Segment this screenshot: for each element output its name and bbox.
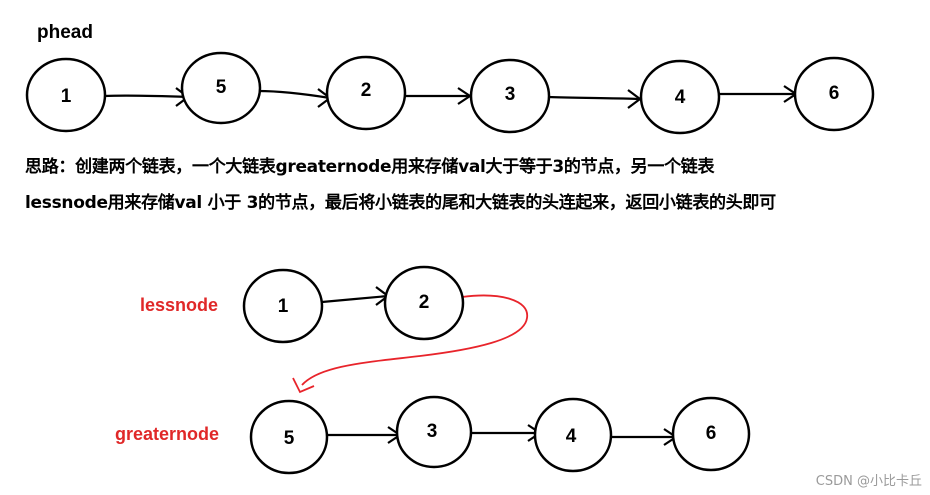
top-node-5: 4 <box>639 59 721 135</box>
greater-node-2-label: 3 <box>427 421 438 442</box>
top-node-4: 3 <box>469 58 551 134</box>
top-node-2: 5 <box>180 51 262 125</box>
less-arrow-1-to-2 <box>321 294 389 304</box>
less-list: 1 2 <box>242 265 465 344</box>
top-node-1-label: 1 <box>61 86 72 107</box>
less-node-2-label: 2 <box>419 292 430 313</box>
phead-label: phead <box>37 22 93 43</box>
explanation-line-2: lessnode用来存储val 小于 3的节点，最后将小链表的尾和大链表的头连起… <box>25 193 776 213</box>
greater-node-1-label: 5 <box>284 428 295 449</box>
greater-node-3: 4 <box>533 397 613 473</box>
greater-node-1: 5 <box>249 399 329 475</box>
greater-node-4-label: 6 <box>706 423 717 444</box>
top-node-6: 6 <box>793 56 875 132</box>
arrow-5-to-2 <box>257 89 331 100</box>
greater-node-3-label: 4 <box>566 426 577 447</box>
arrow-1-to-5 <box>103 94 189 99</box>
top-node-6-label: 6 <box>829 83 840 104</box>
top-list-nodes: 1 5 2 3 4 6 <box>25 51 875 135</box>
less-node-1-label: 1 <box>278 296 289 317</box>
greater-list: 5 3 4 6 <box>249 395 751 475</box>
greater-node-2: 3 <box>395 395 473 469</box>
greaternode-label: greaternode <box>115 424 220 444</box>
top-node-2-label: 5 <box>216 77 227 98</box>
connector-arrowhead <box>292 377 315 394</box>
less-to-greater-connector <box>301 294 528 386</box>
arrow-3-to-4 <box>547 95 641 101</box>
greater-node-4: 6 <box>671 396 751 472</box>
top-node-3: 2 <box>325 55 407 131</box>
csdn-watermark: CSDN @小比卡丘 <box>815 474 922 489</box>
top-node-3-label: 2 <box>361 80 372 101</box>
less-node-1: 1 <box>242 268 324 344</box>
top-node-1: 1 <box>25 57 107 133</box>
less-node-2: 2 <box>383 265 465 341</box>
lessnode-label: lessnode <box>140 295 219 315</box>
explanation-line-1: 思路：创建两个链表，一个大链表greaternode用来存储val大于等于3的节… <box>25 157 715 177</box>
top-node-5-label: 4 <box>675 87 686 108</box>
top-node-4-label: 3 <box>505 84 516 105</box>
